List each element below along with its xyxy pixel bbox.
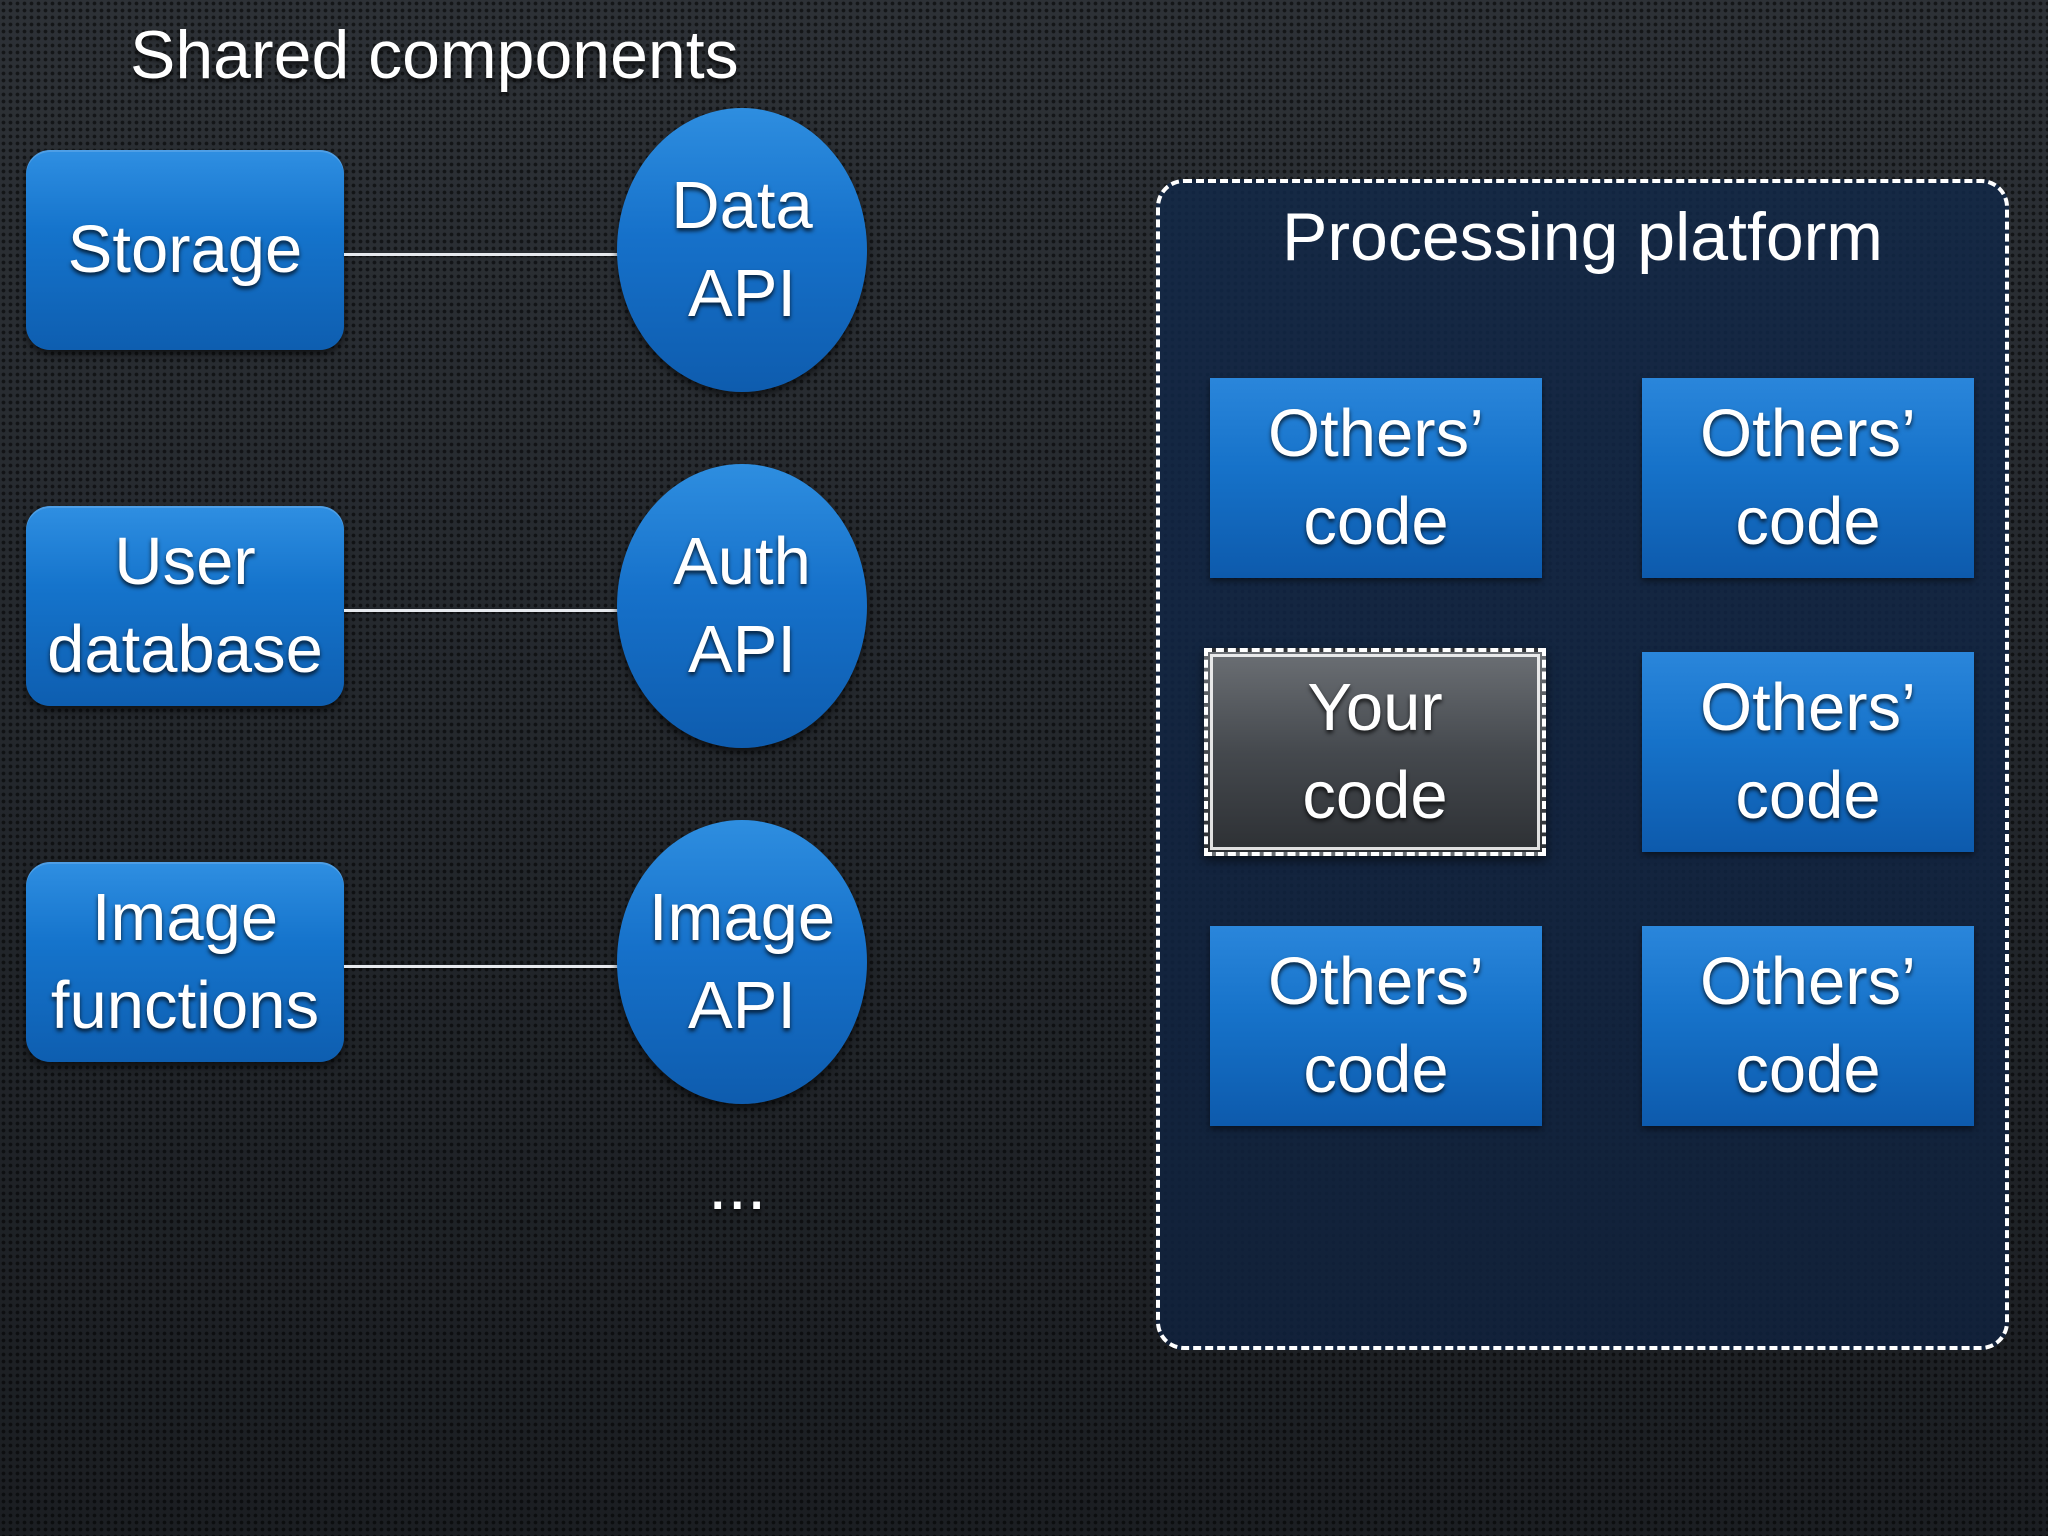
image-functions-connector (344, 965, 619, 968)
auth-api-label: Auth API (673, 524, 811, 687)
more-components-ellipsis: ... (708, 1146, 767, 1224)
shared-components-title: Shared components (130, 17, 739, 93)
tile-label: Others’ code (1700, 670, 1916, 833)
auth-api-circle: Auth API (617, 464, 867, 748)
image-api-circle: Image API (617, 820, 867, 1104)
tile-label: Others’ code (1268, 944, 1484, 1107)
user-database-connector (344, 609, 619, 612)
storage-box: Storage (26, 150, 344, 350)
tile-label: Others’ code (1268, 396, 1484, 559)
others-code-tile: Others’ code (1642, 378, 1974, 578)
your-code-tile: Your code (1204, 648, 1546, 856)
others-code-tile: Others’ code (1642, 926, 1974, 1126)
others-code-tile: Others’ code (1210, 378, 1542, 578)
user-database-label: User database (47, 524, 323, 687)
others-code-tile: Others’ code (1210, 926, 1542, 1126)
data-api-circle: Data API (617, 108, 867, 392)
processing-platform-title: Processing platform (1282, 199, 1883, 275)
storage-label: Storage (67, 212, 303, 287)
others-code-tile: Others’ code (1642, 652, 1974, 852)
tile-label: Others’ code (1700, 944, 1916, 1107)
storage-connector (344, 253, 619, 256)
image-api-label: Image API (648, 880, 836, 1043)
image-functions-label: Image functions (50, 880, 320, 1043)
tile-label: Your code (1302, 670, 1448, 833)
image-functions-box: Image functions (26, 862, 344, 1062)
user-database-box: User database (26, 506, 344, 706)
tile-label: Others’ code (1700, 396, 1916, 559)
data-api-label: Data API (671, 168, 813, 331)
